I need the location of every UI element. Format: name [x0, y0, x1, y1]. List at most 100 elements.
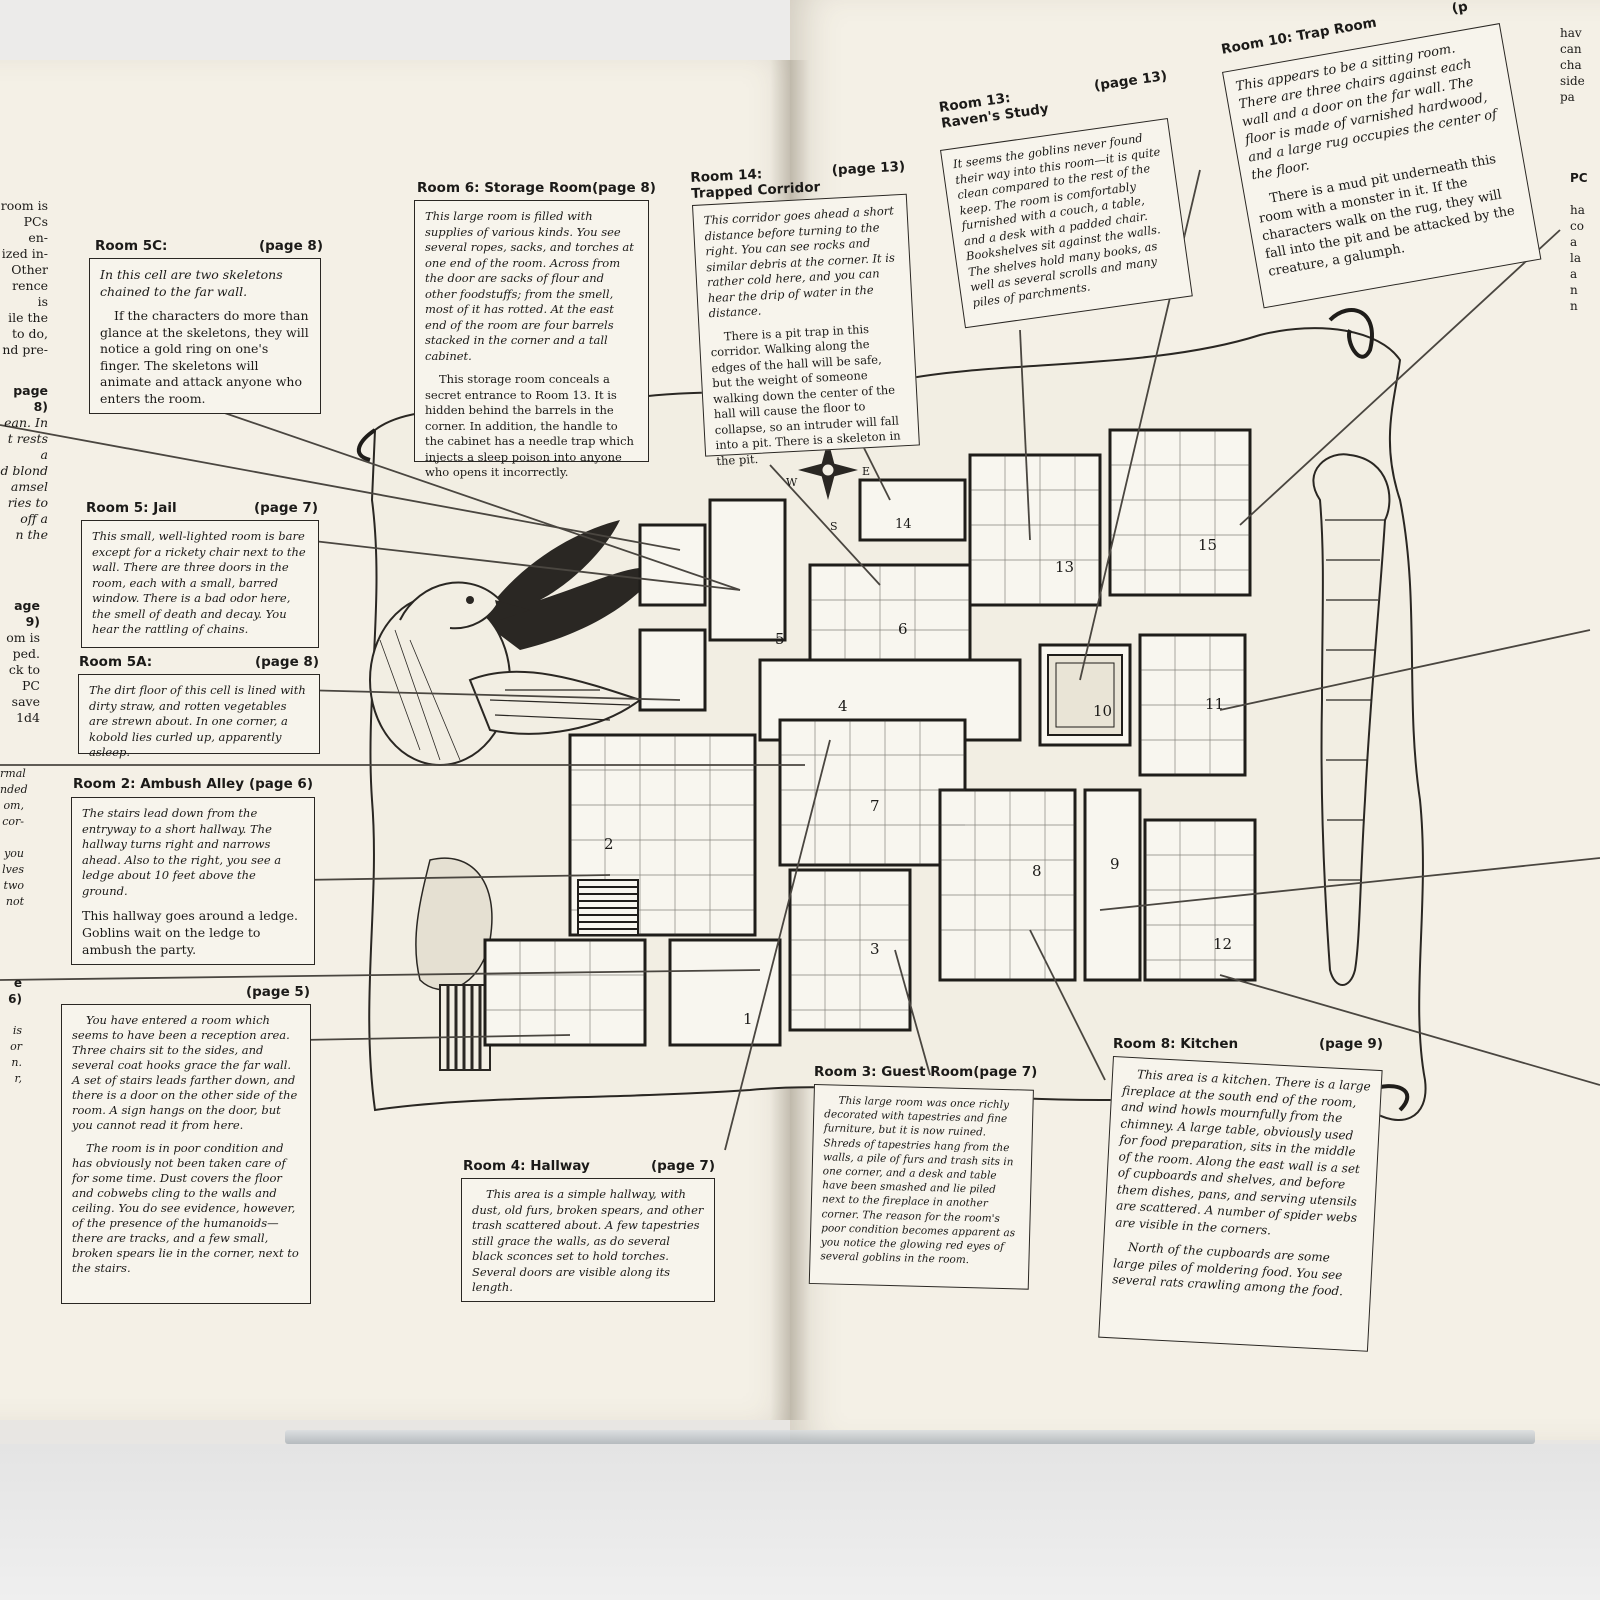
room-5c-title: Room 5C:: [95, 238, 168, 254]
room-6-title: Room 6: Storage Room: [417, 180, 592, 196]
room-2-title: Room 2: Ambush Alley: [73, 776, 244, 792]
map-grid: [485, 430, 1255, 1045]
map-room-3: [788, 868, 912, 1032]
map-number-2: 2: [604, 835, 614, 853]
map-number-4: 4: [838, 697, 848, 715]
room-5-box: This small, well-lighted room is bare ex…: [81, 520, 319, 648]
scroll-curl-top-right: [1328, 308, 1374, 359]
room-2-header: Room 2: Ambush Alley (page 6): [73, 776, 313, 792]
room-5-header: Room 5: Jail (page 7): [86, 500, 318, 516]
room-5c-box: In this cell are two skeletons chained t…: [89, 258, 321, 414]
room-13-read-aloud: It seems the goblins never found their w…: [952, 130, 1162, 310]
map-room-5a: [638, 628, 707, 712]
room-1-read-aloud-2: The room is in poor condition and has ob…: [72, 1141, 299, 1275]
room-3-box: This large room was once richly decorate…: [808, 1084, 1034, 1290]
room-5a-header: Room 5A: (page 8): [79, 654, 319, 670]
room-6-notes: This storage room conceals a secret entr…: [425, 372, 634, 479]
room-6-box: This large room is filled with supplies …: [414, 200, 649, 479]
map-room-7: [778, 718, 967, 867]
room-5c-read-aloud: In this cell are two skeletons chained t…: [100, 267, 283, 299]
room-6-read-aloud: This large room is filled with supplies …: [425, 209, 634, 363]
map-number-13: 13: [1055, 558, 1075, 576]
room-2-read-aloud: The stairs lead down from the entryway t…: [82, 806, 282, 898]
room-14-page: (page 13): [831, 158, 906, 179]
room-10-box: This appears to be a sitting room. There…: [1222, 23, 1542, 309]
map-room-1-area: [483, 938, 647, 1047]
room-2-box: The stairs lead down from the entryway t…: [71, 797, 315, 965]
leader-lines: [0, 169, 1600, 1151]
room-6-header: Room 6: Storage Room (page 8): [417, 180, 656, 196]
room-3-title: Room 3: Guest Room: [814, 1064, 974, 1080]
acrylic-stand: [285, 1430, 1535, 1444]
map-room-13: [968, 453, 1102, 607]
room-13-box: It seems the goblins never found their w…: [940, 117, 1193, 329]
map-number-10: 10: [1093, 702, 1113, 720]
room-5-page: (page 7): [253, 500, 318, 516]
room-3-page: (page 7): [973, 1064, 1038, 1080]
room-10-rug-border: [1055, 662, 1115, 728]
map-room-5: [708, 498, 787, 642]
room-1-read-aloud: You have entered a room which seems to h…: [72, 1013, 298, 1132]
room-5-title: Room 5: Jail: [86, 500, 177, 516]
room-1-page: (page 5): [245, 984, 310, 1000]
torch-illustration: [1312, 453, 1391, 986]
room-1-header: (page 5): [62, 984, 310, 1000]
map-room-1: [668, 938, 782, 1047]
room-5c-notes: If the characters do more than glance at…: [100, 308, 309, 406]
map-number-5: 5: [775, 630, 785, 648]
map-number-12: 12: [1213, 935, 1233, 953]
room-5a-page: (page 8): [254, 654, 319, 670]
room-4-title: Room 4: Hallway: [463, 1158, 590, 1174]
map-number-14: 14: [895, 517, 912, 532]
room-4-page: (page 7): [650, 1158, 715, 1174]
room-6-page: (page 8): [591, 180, 656, 196]
room-5-read-aloud: This small, well-lighted room is bare ex…: [92, 529, 306, 636]
room-8-header: Room 8: Kitchen (page 9): [1113, 1036, 1383, 1052]
room-5a-read-aloud: The dirt floor of this cell is lined wit…: [89, 683, 306, 759]
raven-illustration: [369, 520, 660, 766]
room-5c-page: (page 8): [258, 238, 323, 254]
room-10-page: (p: [1450, 0, 1469, 18]
room-8-page: (page 9): [1318, 1036, 1383, 1052]
compass-w: W: [786, 476, 798, 489]
compass-e: E: [862, 465, 871, 478]
map-number-9: 9: [1110, 855, 1120, 873]
compass-rose: [798, 440, 858, 500]
room-8-read-aloud-2: North of the cupboards are some large pi…: [1111, 1240, 1344, 1299]
map-number-6: 6: [898, 620, 908, 638]
map-room-9: [1083, 788, 1142, 982]
map-room-8: [938, 788, 1077, 982]
room-2-page: (page 6): [248, 776, 313, 792]
room-14-read-aloud: This corridor goes ahead a short distanc…: [703, 203, 896, 321]
room-3-header: Room 3: Guest Room (page 7): [814, 1064, 1038, 1080]
map-room-5c: [638, 523, 707, 607]
room-2-stairs: [577, 879, 639, 936]
map-number-15: 15: [1198, 536, 1218, 554]
map-number-3: 3: [870, 940, 880, 958]
room-8-read-aloud: This area is a kitchen. There is a large…: [1114, 1067, 1372, 1238]
map-room-6: [808, 563, 972, 662]
room-5a-box: The dirt floor of this cell is lined wit…: [78, 674, 320, 759]
room-4-read-aloud: This area is a simple hallway, with dust…: [472, 1187, 704, 1294]
room-5c-header: Room 5C: (page 8): [95, 238, 323, 254]
room-10-rug: [1047, 654, 1123, 736]
room-8-title: Room 8: Kitchen: [1113, 1036, 1239, 1052]
room-14-notes: There is a pit trap in this corridor. Wa…: [710, 321, 901, 468]
compass-s: S: [830, 520, 838, 533]
room-4-box: This area is a simple hallway, with dust…: [461, 1178, 715, 1302]
map-number-8: 8: [1032, 862, 1042, 880]
scroll-curl-top-left: [356, 428, 377, 462]
room-1-box: You have entered a room which seems to h…: [61, 1004, 311, 1304]
room-4-header: Room 4: Hallway (page 7): [463, 1158, 715, 1174]
table-surface: [0, 1444, 1600, 1600]
room-14-box: This corridor goes ahead a short distanc…: [692, 193, 920, 468]
room-3-read-aloud: This large room was once richly decorate…: [820, 1094, 1016, 1267]
map-number-1: 1: [743, 1010, 753, 1028]
barred-gate: [439, 984, 491, 1071]
